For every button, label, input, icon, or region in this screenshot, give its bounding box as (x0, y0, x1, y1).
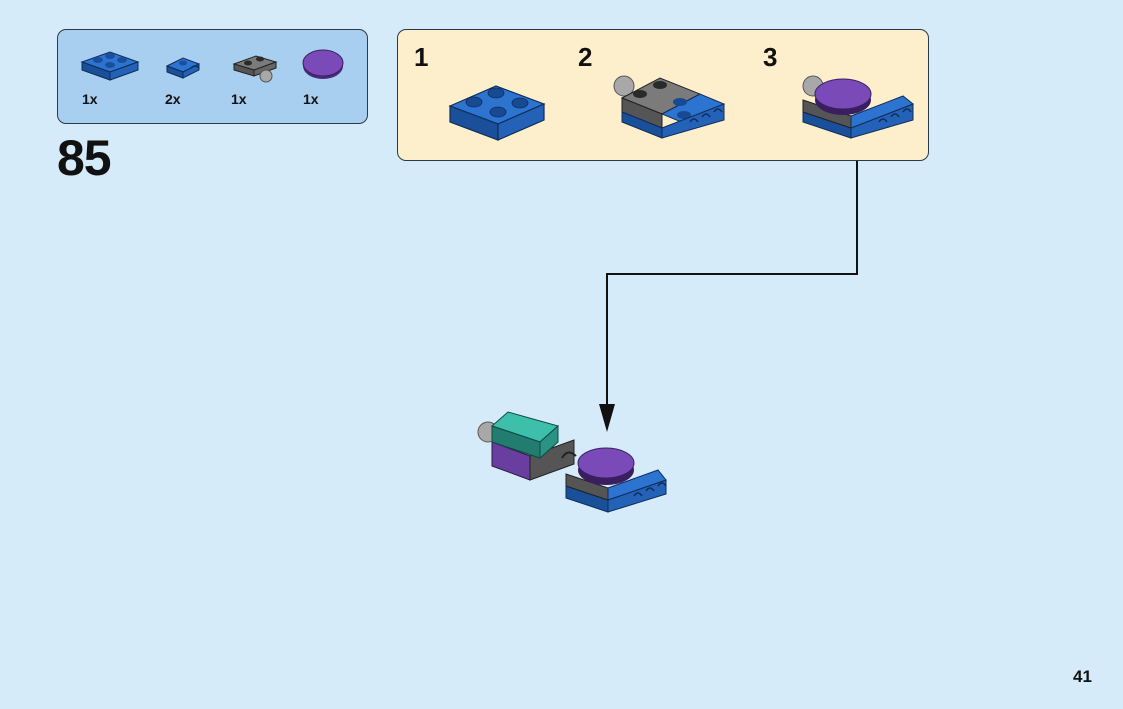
sub-step-number: 3 (763, 42, 778, 72)
blue-plate-2x2-icon (448, 85, 546, 141)
sub-step-3: 3 (753, 30, 923, 160)
step-number: 85 (57, 130, 112, 186)
page-number: 41 (1073, 667, 1092, 686)
sub-step-number: 1 (414, 42, 429, 72)
part-quantity: 2x (165, 91, 181, 107)
part-quantity: 1x (82, 91, 98, 107)
part-quantity: 1x (303, 91, 319, 107)
part-quantity: 1x (231, 91, 247, 107)
part-purple-tile: 1x (298, 30, 368, 125)
gray-plate-with-ball-icon (232, 55, 278, 83)
part-blue-plate: 1x (78, 30, 148, 125)
sub-assembly-step-2-icon (613, 75, 726, 139)
sub-step-number: 2 (578, 42, 593, 72)
sub-assembly-box: 1 2 3 (397, 29, 929, 161)
part-gray-ball-plate: 1x (228, 30, 298, 125)
sub-step-1: 1 (398, 30, 568, 160)
sub-assembly-step-3-icon (802, 75, 914, 139)
sub-step-2: 2 (568, 30, 738, 160)
purple-round-tile-icon (302, 49, 344, 79)
part-blue-clip: 2x (161, 30, 231, 125)
parts-list-box: 1x 2x 1x 1x (57, 29, 368, 124)
blue-clip-plate-icon (165, 57, 201, 79)
main-assembly-icon (477, 411, 667, 513)
blue-plate-2x2-icon (80, 51, 140, 81)
